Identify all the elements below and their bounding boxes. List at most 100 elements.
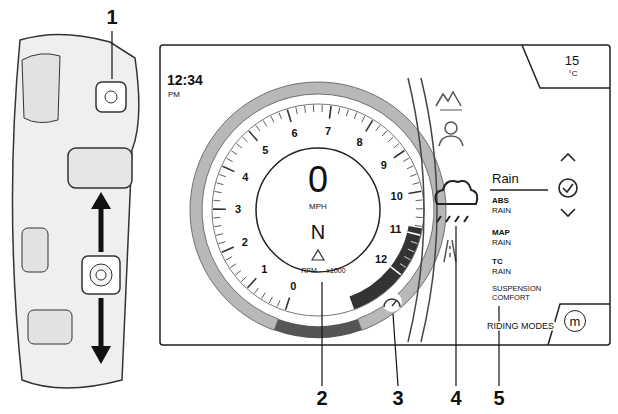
button-text: m — [570, 315, 581, 328]
tach-number: 12 — [375, 254, 387, 265]
tick-mark — [403, 158, 409, 161]
tachometer — [190, 82, 446, 338]
display-text: PM — [168, 91, 180, 99]
tick-mark — [230, 264, 236, 268]
tach-number: 11 — [390, 224, 402, 235]
tick-mark — [269, 297, 272, 303]
tick-mark — [410, 174, 417, 176]
tick-mark — [416, 199, 423, 201]
tick-mark — [222, 247, 234, 252]
joystick-arrows — [91, 192, 111, 364]
tick-mark — [416, 208, 423, 209]
display-text: Rain — [492, 172, 519, 185]
tick-mark — [241, 277, 246, 282]
tick-mark — [231, 151, 237, 155]
tick-mark — [256, 125, 260, 131]
mode-arcs — [408, 78, 437, 342]
tick-mark — [226, 257, 232, 260]
display-text: ABS — [492, 197, 509, 205]
track-icon — [436, 92, 461, 106]
tick-mark — [271, 116, 274, 122]
display-text: N — [311, 222, 325, 242]
tick-mark — [254, 288, 258, 294]
outer-band-dark — [274, 319, 362, 338]
tick-mark — [287, 110, 291, 122]
tick-mark — [416, 217, 423, 219]
tick-mark — [242, 137, 247, 142]
tick-mark — [237, 144, 242, 148]
display-text: SUSPENSION — [492, 285, 541, 293]
tick-mark — [296, 107, 297, 114]
callout-number: 3 — [392, 388, 403, 408]
tick-mark — [388, 137, 393, 142]
tach-number: 10 — [391, 190, 403, 201]
callout-number: 4 — [450, 388, 461, 408]
gear-indicator — [312, 250, 324, 260]
tick-mark — [411, 241, 418, 243]
display-text: COMFORT — [492, 294, 530, 302]
mode-button — [96, 82, 126, 112]
joystick — [82, 256, 120, 294]
tick-ring — [212, 104, 424, 316]
switch-housing — [12, 34, 138, 388]
rider-icon — [445, 122, 457, 134]
tick-mark — [394, 143, 399, 147]
tick-mark — [413, 183, 420, 185]
display-text: 12:34 — [167, 73, 203, 87]
tick-mark — [213, 208, 226, 210]
tach-number: 7 — [325, 125, 331, 136]
tick-mark — [262, 293, 266, 299]
tick-mark — [313, 105, 314, 112]
display-text: RAIN — [492, 268, 511, 276]
tick-mark — [407, 232, 420, 235]
display-text: 0 — [308, 162, 328, 198]
tick-mark — [329, 106, 331, 119]
tick-mark — [227, 158, 233, 161]
tick-mark — [362, 116, 365, 122]
tick-mark — [248, 278, 257, 288]
tick-mark — [263, 120, 267, 126]
tick-mark — [249, 131, 258, 141]
tick-mark — [321, 105, 322, 112]
tach-number: 2 — [242, 237, 248, 248]
tick-mark — [400, 264, 406, 268]
tick-mark — [404, 257, 410, 260]
display-text: RPM — [301, 267, 317, 274]
tick-mark — [382, 131, 387, 136]
tick-mark — [214, 226, 221, 227]
display-text: 15 — [565, 54, 579, 67]
tick-mark — [354, 112, 357, 119]
tach-number: 4 — [242, 171, 248, 182]
display-text: MPH — [309, 203, 327, 211]
tach-number: 5 — [262, 144, 268, 155]
callout-number: 1 — [106, 7, 117, 27]
tach-number: 8 — [357, 136, 363, 147]
tick-mark — [219, 242, 226, 244]
tick-mark — [219, 174, 226, 176]
tick-mark — [279, 113, 282, 119]
tick-mark — [408, 249, 414, 252]
display-panel — [160, 45, 610, 345]
tick-mark — [376, 125, 380, 131]
display-text: RAIN — [492, 239, 511, 247]
display-text: RIDING MODES — [486, 322, 555, 331]
tick-mark — [394, 151, 405, 158]
mode-icons — [382, 92, 477, 312]
tick-mark — [216, 234, 223, 236]
tick-mark — [409, 191, 422, 193]
leader-lines — [112, 31, 499, 386]
callout-number: 2 — [316, 388, 327, 408]
rain-cloud-icon — [435, 181, 477, 204]
tick-mark — [213, 217, 220, 219]
tick-mark — [277, 300, 280, 306]
tick-mark — [223, 166, 235, 171]
display-text: °C — [569, 70, 578, 78]
tach-number: 6 — [292, 128, 298, 139]
tick-mark — [346, 109, 348, 116]
display-text: x1000 — [326, 267, 345, 274]
callout-number: 5 — [493, 388, 504, 408]
outer-band — [190, 82, 446, 330]
tick-mark — [338, 107, 339, 114]
tach-number: 1 — [261, 264, 267, 275]
